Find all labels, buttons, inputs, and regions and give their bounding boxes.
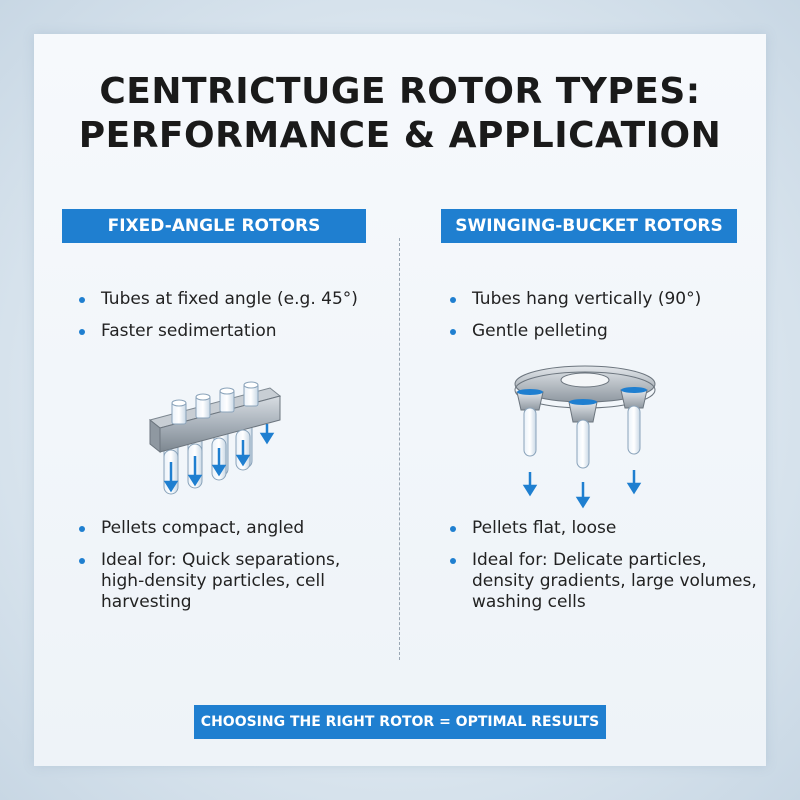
fixed-angle-applications: Pellets compact, angled Ideal for: Quick… [75, 518, 375, 624]
fixed-angle-rotor-icon [148, 381, 282, 495]
swinging-bucket-applications: Pellets flat, loose Ideal for: Delicate … [446, 518, 766, 624]
fixed-angle-features: Tubes at fixed angle (e.g. 45°) Faster s… [75, 289, 375, 353]
list-item: Tubes at fixed angle (e.g. 45°) [75, 289, 375, 310]
list-item: Pellets compact, angled [75, 518, 375, 539]
swinging-bucket-rotor-icon [514, 365, 656, 509]
list-item: Pellets flat, loose [446, 518, 766, 539]
swinging-bucket-heading: SWINGING-BUCKET ROTORS [441, 209, 737, 243]
title-line-2: PERFORMANCE & APPLICATION [78, 115, 722, 156]
conclusion-banner: CHOOSING THE RIGHT ROTOR = OPTIMAL RESUL… [194, 705, 606, 739]
list-item: Gentle pelleting [446, 321, 756, 342]
fixed-angle-heading: FIXED-ANGLE ROTORS [62, 209, 366, 243]
list-item: Ideal for: Quick separations, high-densi… [75, 550, 375, 613]
column-divider [399, 238, 400, 660]
bucket-group [516, 387, 648, 469]
title-line-1: CENTRICTUGE ROTOR TYPES: [99, 71, 701, 112]
page-title: CENTRICTUGE ROTOR TYPES: PERFORMANCE & A… [0, 70, 800, 158]
arrow-group [522, 470, 642, 509]
swinging-bucket-features: Tubes hang vertically (90°) Gentle pelle… [446, 289, 756, 353]
list-item: Ideal for: Delicate particles, density g… [446, 550, 766, 613]
list-item: Faster sedimertation [75, 321, 375, 342]
list-item: Tubes hang vertically (90°) [446, 289, 756, 310]
arrow-group [163, 424, 275, 493]
